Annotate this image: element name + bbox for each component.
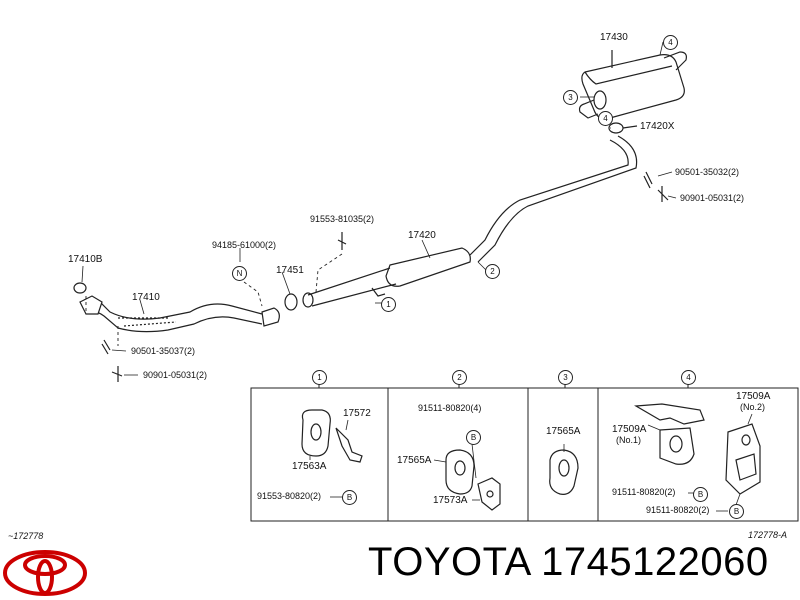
- label-91511-80820-2b: 91511-80820(2): [646, 505, 710, 515]
- label-17420x: 17420X: [640, 121, 675, 132]
- solid-leaders: [81, 41, 677, 376]
- front-pipe-17410: [79, 295, 280, 333]
- center-pipe-17420: [302, 135, 638, 308]
- box-header-2: 2: [452, 370, 467, 385]
- callout-4-top: 4: [663, 35, 678, 50]
- box-header-3: 3: [558, 370, 573, 385]
- label-17451: 17451: [276, 265, 304, 276]
- gasket-17451: [284, 293, 298, 311]
- callout-2: 2: [485, 264, 500, 279]
- label-17509a-no1: 17509A: [612, 424, 647, 435]
- gasket-17420x: [608, 122, 624, 134]
- toyota-logo-icon: [3, 550, 87, 596]
- label-91553-80820: 91553-80820(2): [257, 491, 322, 501]
- label-94185-61000: 94185-61000(2): [212, 240, 277, 250]
- callout-b-box4-bottom: B: [729, 504, 744, 519]
- label-91511-80820-2a: 91511-80820(2): [612, 487, 676, 497]
- label-17410b: 17410B: [68, 254, 103, 265]
- drawing-code-left: ~172778: [8, 531, 44, 541]
- label-17430: 17430: [600, 32, 628, 43]
- box-header-4: 4: [681, 370, 696, 385]
- box-header-1: 1: [312, 370, 327, 385]
- callout-n: N: [232, 266, 247, 281]
- bolts: [101, 171, 669, 382]
- label-17565a-box2: 17565A: [397, 455, 432, 466]
- label-91553-81035: 91553-81035(2): [310, 214, 375, 224]
- detail-box: [250, 384, 799, 522]
- label-17563a: 17563A: [292, 461, 327, 472]
- label-17509a-no1-sub: (No.1): [616, 435, 642, 445]
- bracket-17509a-no2: [725, 423, 761, 495]
- label-17573a: 17573A: [433, 495, 468, 506]
- label-90501-35032: 90501-35032(2): [675, 167, 740, 177]
- label-90901-05031-top: 90901-05031(2): [680, 193, 745, 203]
- muffler-17430: [578, 50, 687, 120]
- callout-b-box4-top: B: [693, 487, 708, 502]
- label-17420: 17420: [408, 230, 436, 241]
- label-17509a-no2-sub: (No.2): [740, 402, 766, 412]
- callout-b-box2: B: [466, 430, 481, 445]
- label-17572: 17572: [343, 408, 371, 419]
- callout-1: 1: [381, 297, 396, 312]
- callout-4-mid: 4: [598, 111, 613, 126]
- brand-part-number: TOYOTA 1745122060: [368, 540, 769, 584]
- hanger-17565a-box3: [549, 449, 579, 495]
- bracket-17509a-no1: [634, 403, 705, 465]
- lower-leaders: [309, 413, 753, 512]
- label-17410: 17410: [132, 292, 160, 303]
- label-17565a-box3: 17565A: [546, 426, 581, 437]
- drawing-code-right: 172778-A: [748, 530, 788, 540]
- gasket-17410b: [73, 282, 87, 294]
- label-91511-80820-4: 91511-80820(4): [418, 403, 482, 413]
- label-90901-05031-bottom: 90901-05031(2): [143, 370, 208, 380]
- label-90501-35037: 90501-35037(2): [131, 346, 196, 356]
- hanger-17565a-box2: [445, 449, 501, 511]
- label-17509a-no2: 17509A: [736, 391, 771, 402]
- leader-lines: [85, 253, 343, 346]
- callout-b-box1: B: [342, 490, 357, 505]
- hanger-17563a: [301, 409, 363, 463]
- callout-3-top: 3: [563, 90, 578, 105]
